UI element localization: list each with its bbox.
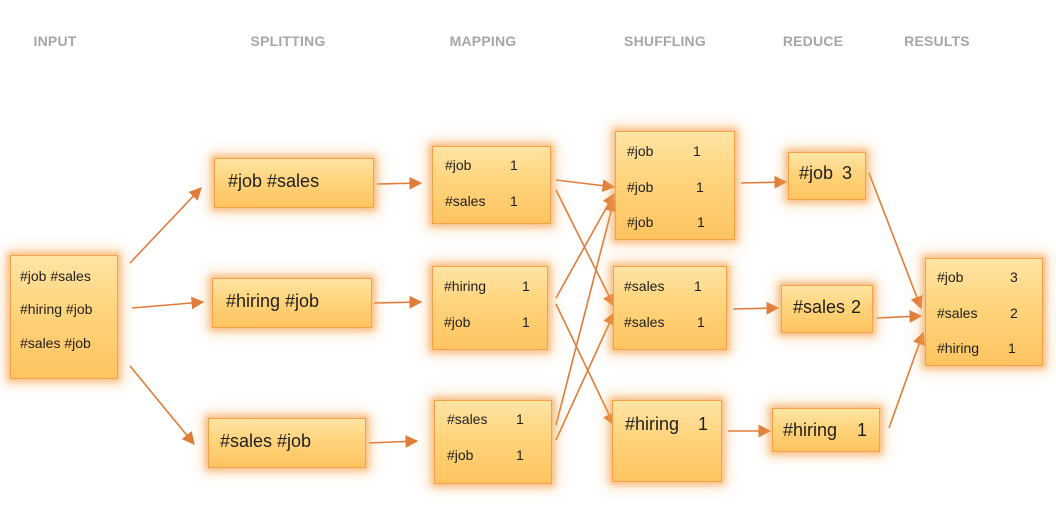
map-count: 1 xyxy=(510,157,518,173)
split-box-3 xyxy=(208,418,366,468)
shuffle-count: 1 xyxy=(697,214,705,230)
arrow-shuf-red-2 xyxy=(732,301,780,315)
split-text-3: #sales #job xyxy=(220,431,312,451)
map-box-3 xyxy=(434,400,552,484)
reduce-count: 1 xyxy=(857,420,868,440)
arrow-split-map-1 xyxy=(376,176,423,190)
map-count: 1 xyxy=(522,314,530,330)
map-key: #hiring xyxy=(444,278,487,294)
reduce-key: #sales xyxy=(793,297,846,317)
map-key: #job xyxy=(447,447,474,463)
shuffle-key: #job xyxy=(627,214,654,230)
reduce-box-3 xyxy=(772,408,880,452)
reduce-count: 2 xyxy=(851,297,862,317)
result-key: #hiring xyxy=(937,340,980,356)
map-box-1 xyxy=(432,146,551,224)
header-shuffling: SHUFFLING xyxy=(624,33,706,49)
arrow-shuf-red-1 xyxy=(740,175,788,189)
shuffle-count: 1 xyxy=(693,143,701,159)
shuffle-count: 1 xyxy=(694,278,702,294)
input-box xyxy=(10,255,118,379)
split-box-1 xyxy=(214,158,374,208)
map-key: #job xyxy=(445,157,472,173)
arrow-red-res-1 xyxy=(868,172,923,310)
results-box xyxy=(925,258,1043,366)
shuffle-count: 1 xyxy=(698,414,709,434)
result-count: 3 xyxy=(1010,269,1018,285)
reduce-count: 3 xyxy=(842,163,853,183)
header-mapping: MAPPING xyxy=(449,33,517,49)
result-key: #sales xyxy=(937,305,978,321)
arrow-red-res-2 xyxy=(876,310,923,323)
map-key: #sales xyxy=(447,411,488,427)
split-text-1: #job #sales xyxy=(228,171,320,191)
input-line: #job #sales xyxy=(20,268,91,284)
result-count: 1 xyxy=(1008,340,1016,356)
shuffle-box-1 xyxy=(615,131,735,240)
shuffle-box-3 xyxy=(612,400,722,482)
split-box-2 xyxy=(212,278,372,328)
shuffle-key: #job xyxy=(627,179,654,195)
shuffle-key: #sales xyxy=(624,314,665,330)
arrow-input-split-3 xyxy=(129,365,195,445)
reduce-key: #hiring xyxy=(783,420,838,440)
arrow-split-map-2 xyxy=(373,295,423,309)
arrow-map-shuf-3 xyxy=(555,192,615,299)
map-key: #sales xyxy=(445,193,486,209)
result-key: #job xyxy=(937,269,964,285)
shuffle-count: 1 xyxy=(696,179,704,195)
arrow-red-res-3 xyxy=(888,331,926,429)
arrow-input-split-2 xyxy=(131,296,205,310)
header-input: INPUT xyxy=(33,33,77,49)
shuffle-key: #job xyxy=(627,143,654,159)
map-count: 1 xyxy=(516,411,524,427)
reduce-box-1 xyxy=(788,152,866,200)
split-text-2: #hiring #job xyxy=(226,291,320,311)
shuffle-key: #sales xyxy=(624,278,665,294)
input-line: #sales #job xyxy=(20,335,91,351)
arrow-map-shuf-5 xyxy=(555,198,618,426)
header-splitting: SPLITTING xyxy=(250,33,326,49)
arrow-map-shuf-6 xyxy=(555,311,616,441)
map-key: #job xyxy=(444,314,471,330)
header-reduce: REDUCE xyxy=(782,33,844,49)
shuffle-count: 1 xyxy=(697,314,705,330)
map-box-2 xyxy=(432,266,548,350)
map-count: 1 xyxy=(522,278,530,294)
arrow-split-map-3 xyxy=(368,435,419,448)
reduce-box-2 xyxy=(781,285,873,333)
arrow-map-shuf-4 xyxy=(555,303,615,427)
arrow-input-split-1 xyxy=(129,187,202,264)
reduce-key: #job xyxy=(799,163,834,183)
shuffle-key: #hiring xyxy=(625,414,680,434)
map-count: 1 xyxy=(510,193,518,209)
result-count: 2 xyxy=(1010,305,1018,321)
map-count: 1 xyxy=(516,447,524,463)
arrow-map-shuf-2 xyxy=(555,189,615,308)
shuffle-box-2 xyxy=(613,266,727,350)
arrow-map-shuf-1 xyxy=(555,179,616,192)
input-line: #hiring #job xyxy=(20,301,93,317)
header-results: RESULTS xyxy=(904,33,970,49)
